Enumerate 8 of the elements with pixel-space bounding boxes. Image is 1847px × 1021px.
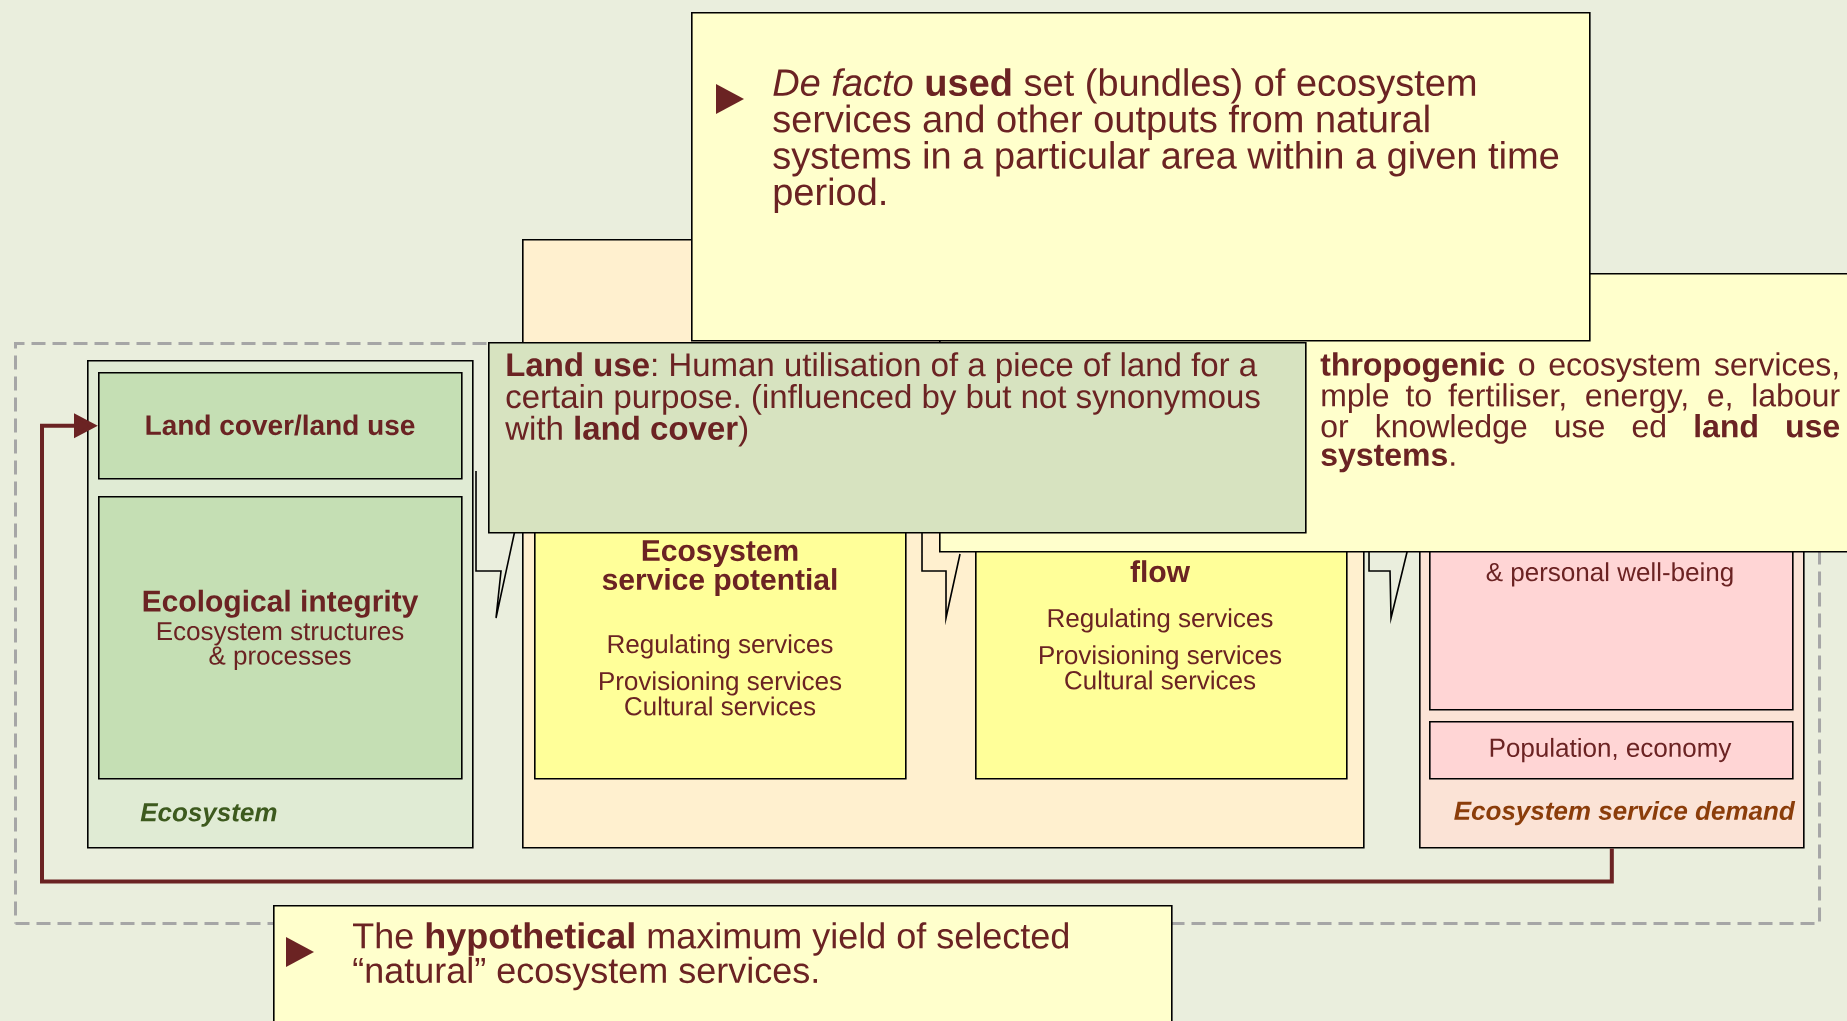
arrow xyxy=(40,413,1614,884)
process-box: Ecosystem service potential Regulating services Provisioning services Cultural services xyxy=(534,518,907,780)
process-box: Land cover/land use xyxy=(98,372,463,480)
definition-tooltip: The hypothetical maximum yield of selected “natural” ecosystem services. xyxy=(273,905,1173,1021)
node-label: thropogenic o ecosystem services, mple to fertiliser, energy, e, labour or knowledge use ed land use systems. xyxy=(1320,352,1840,473)
process-box: Population, economy xyxy=(1429,721,1794,780)
definition-tooltip: De facto used set (bundles) of ecosystem services and other outputs from natural systems in a particular area within a given time period. xyxy=(691,12,1591,342)
process-box: Ecological integrity Ecosystem structures & processes xyxy=(98,496,463,780)
